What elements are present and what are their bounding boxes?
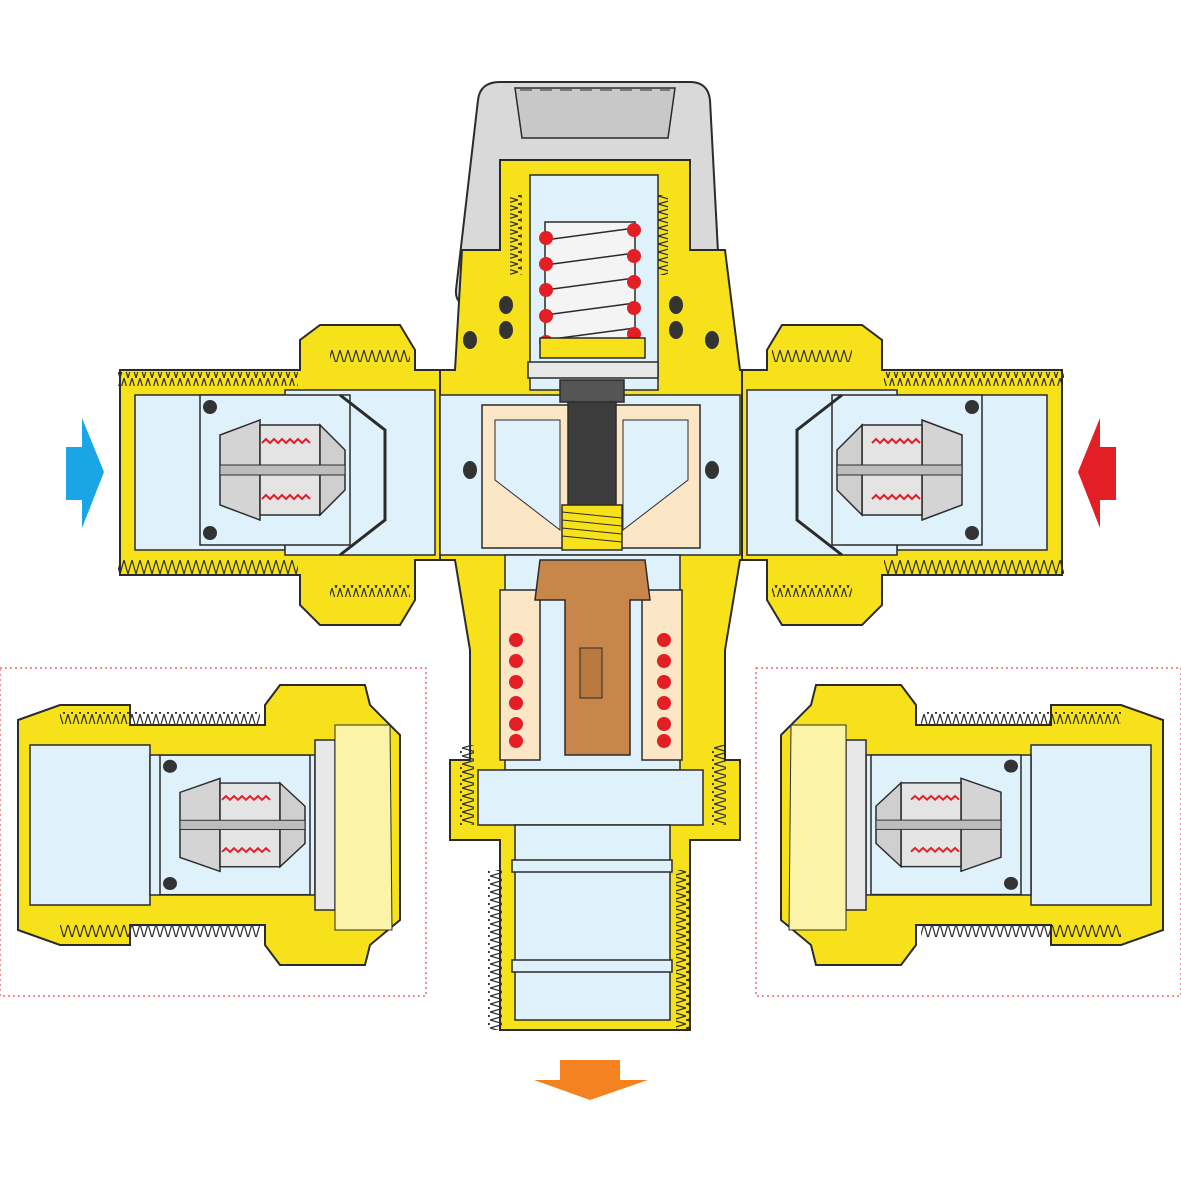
left-detail-union (17, 684, 401, 966)
left-detail-frame (0, 667, 427, 997)
right-detail-union (780, 684, 1164, 966)
thermostatic-element (534, 559, 651, 756)
cold-filter (339, 393, 387, 557)
hot-filter (795, 393, 843, 557)
bottom-springs (509, 633, 671, 748)
cold-check-valve (199, 394, 351, 546)
thermostat-stem (559, 379, 625, 551)
right-detail-frame (755, 667, 1181, 997)
hot-inlet-arrow-icon (1078, 418, 1116, 528)
hot-check-valve (831, 394, 983, 546)
o-rings (463, 296, 719, 479)
mixed-outlet-arrow-icon (534, 1060, 648, 1100)
top-spring (527, 221, 659, 379)
cold-inlet-arrow-icon (66, 418, 104, 528)
